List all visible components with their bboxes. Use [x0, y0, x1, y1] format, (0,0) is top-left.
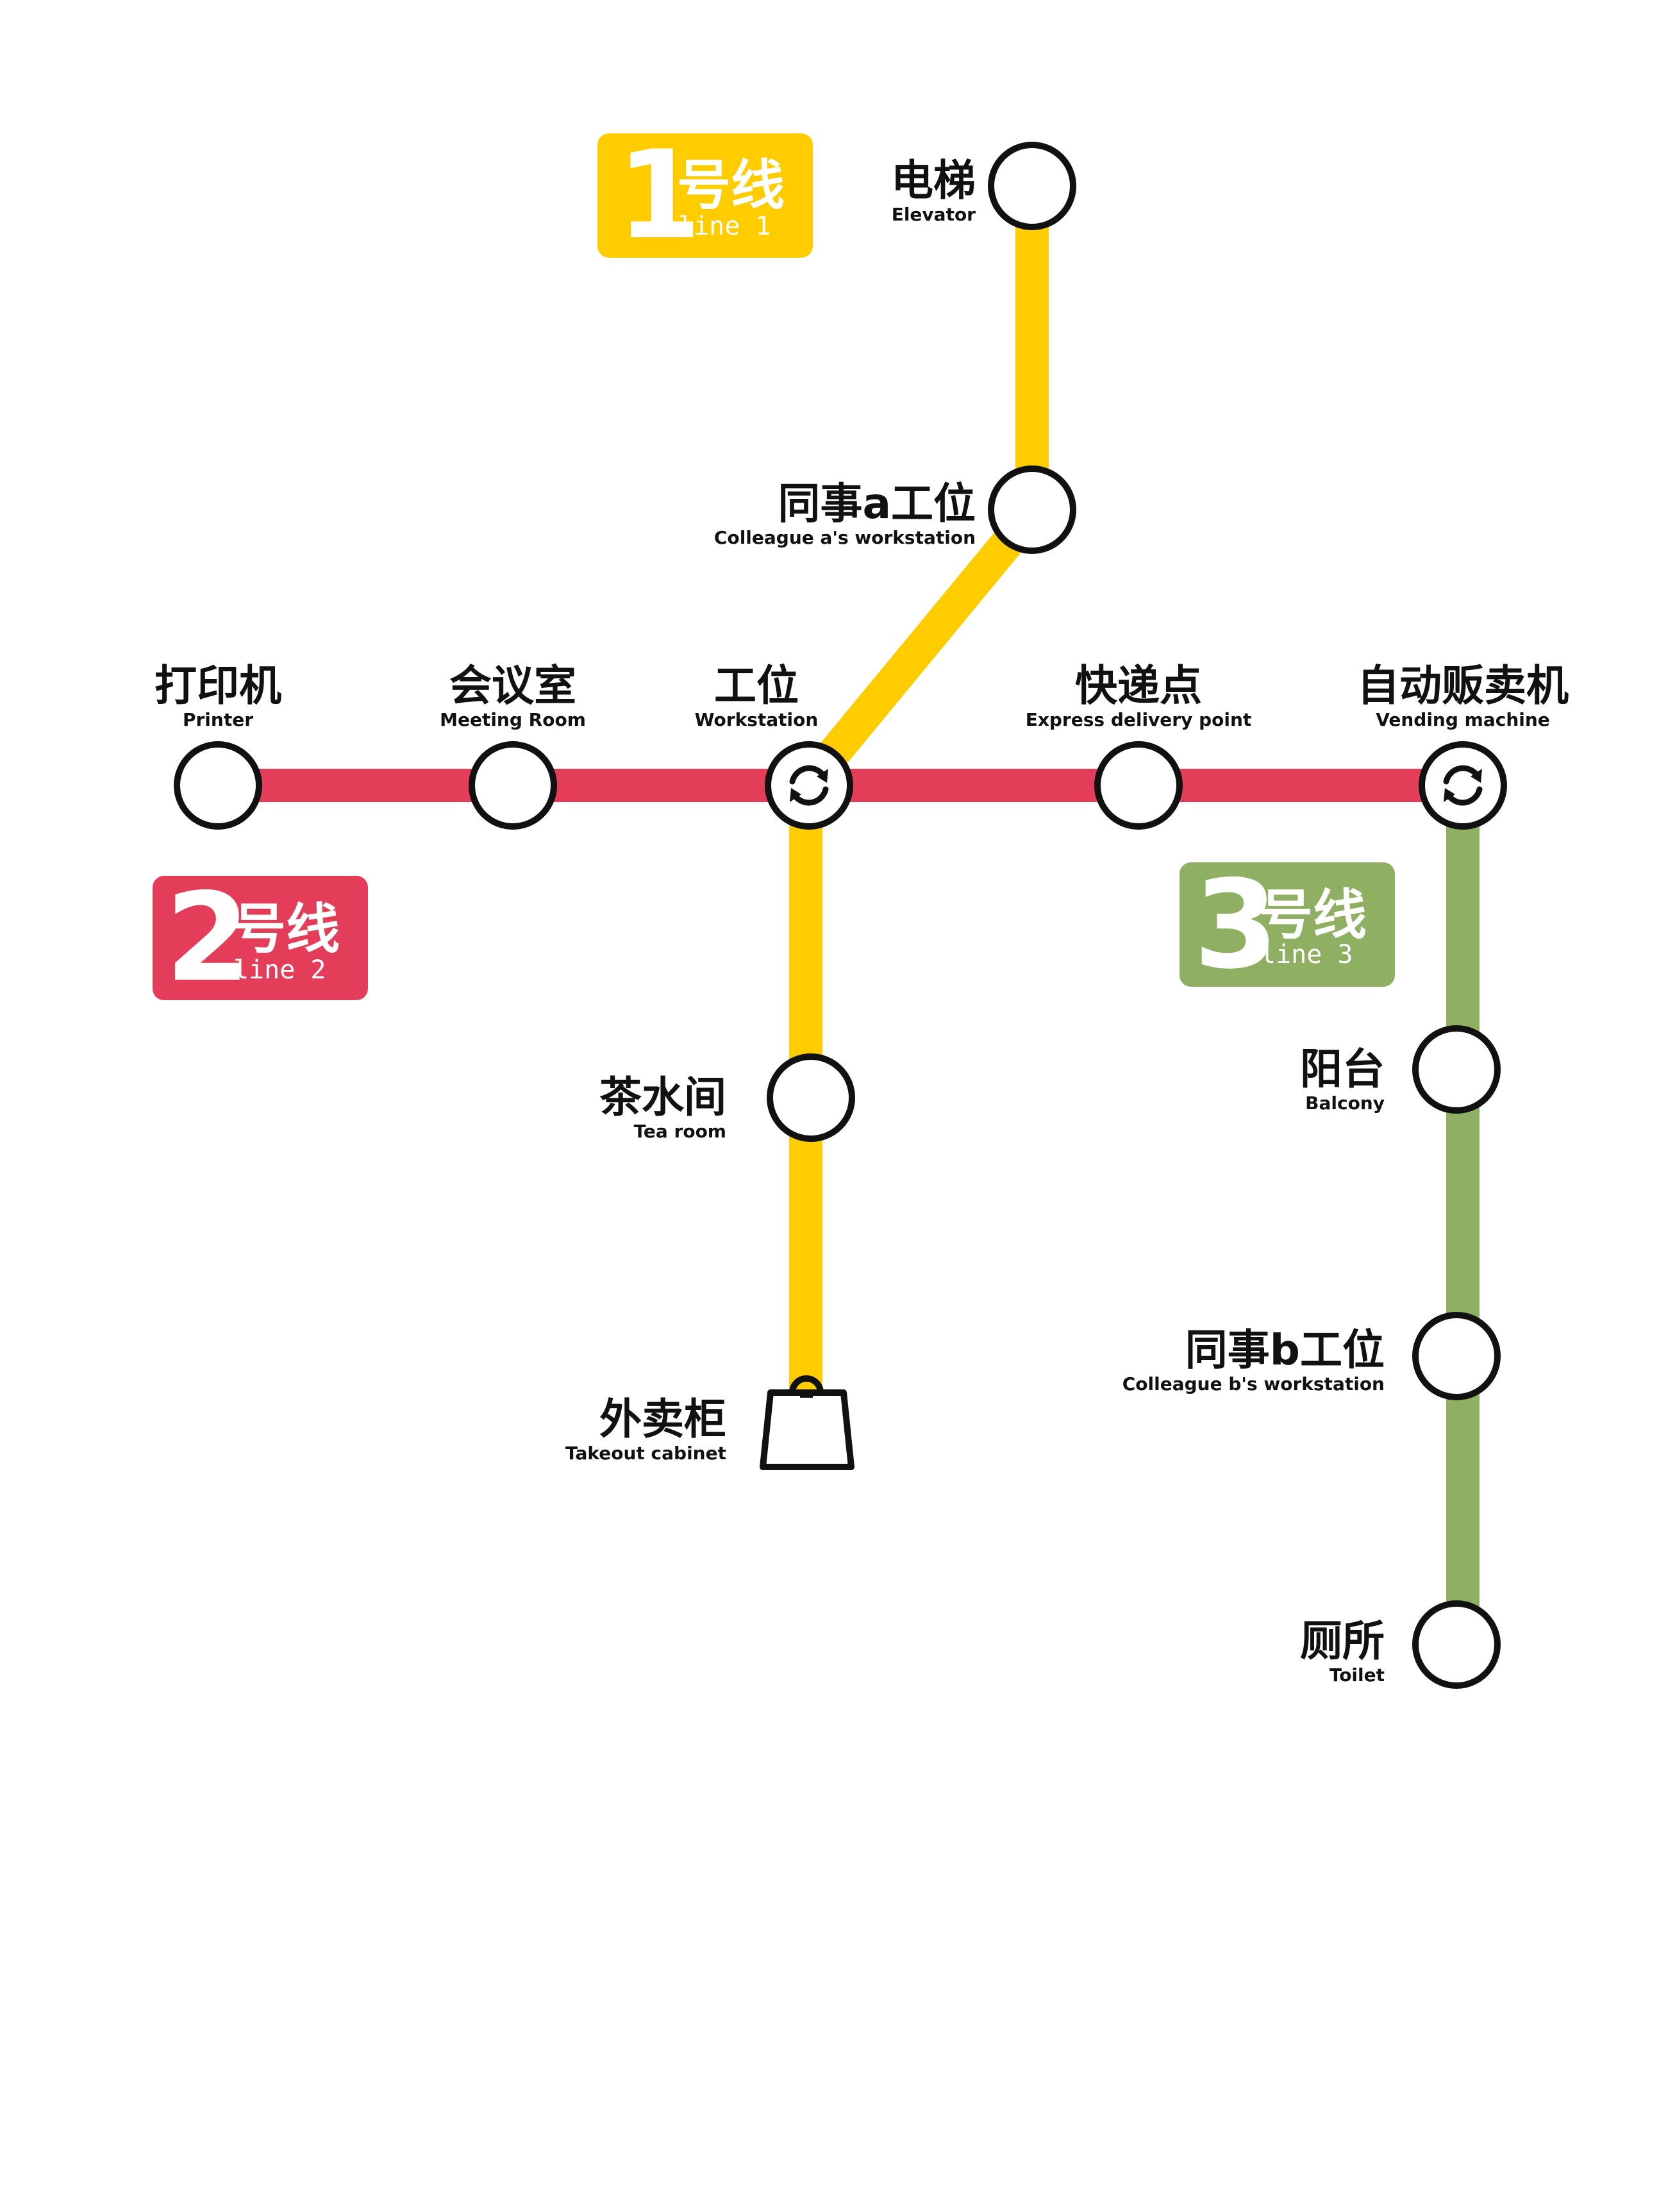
station-label-en: Workstation [695, 709, 819, 730]
line3-badge: 3 号线 line 3 [1180, 854, 1395, 996]
station-label-zh: 同事b工位 [1185, 1325, 1385, 1375]
line2-badge: 2 号线 line 2 [153, 867, 368, 1009]
station-marker[interactable] [1412, 1025, 1501, 1114]
shopping-bag-icon[interactable] [760, 1375, 855, 1470]
station-label-zh: 阳台 [1300, 1044, 1385, 1094]
station-label-zh: 电梯 [891, 156, 976, 205]
station-colleague-b[interactable]: 同事b工位 Colleague b's workstation [1122, 1312, 1501, 1400]
station-label-zh: 会议室 [449, 661, 576, 710]
line1-badge-bg [597, 133, 813, 258]
station-label-en: Elevator [892, 204, 976, 225]
station-label-en: Express delivery point [1026, 709, 1252, 730]
station-colleague-a[interactable]: 同事a工位 Colleague a's workstation [714, 465, 1076, 554]
station-express[interactable]: 快递点 Express delivery point [1026, 661, 1252, 830]
station-label-en: Tea room [634, 1121, 726, 1142]
station-label-en: Toilet [1330, 1664, 1385, 1686]
line3-badge-bg [1180, 862, 1395, 987]
station-marker[interactable] [469, 741, 557, 830]
station-label-zh: 自动贩卖机 [1357, 661, 1569, 710]
line3-badge-number: 3 [1194, 854, 1278, 996]
station-label-zh: 厕所 [1300, 1616, 1385, 1666]
line1-badge-name-en: line 1 [678, 212, 771, 241]
station-meeting-room[interactable]: 会议室 Meeting Room [440, 661, 586, 830]
station-workstation[interactable]: 工位 Workstation [695, 661, 853, 830]
station-tea-room[interactable]: 茶水间 Tea room [599, 1053, 855, 1142]
station-label-en: Takeout cabinet [565, 1443, 726, 1464]
station-label-en: Vending machine [1376, 709, 1550, 730]
station-takeout[interactable]: 外卖柜 Takeout cabinet [565, 1375, 855, 1470]
station-printer[interactable]: 打印机 Printer [154, 661, 281, 830]
line3-badge-name-en: line 3 [1260, 940, 1353, 969]
station-label-zh: 同事a工位 [778, 479, 976, 528]
station-label-en: Printer [183, 709, 253, 730]
station-label-zh: 外卖柜 [599, 1395, 726, 1444]
station-marker[interactable] [767, 1053, 855, 1142]
line3-badge-name-zh: 号线 [1259, 884, 1367, 946]
station-label-zh: 茶水间 [599, 1073, 726, 1122]
station-marker[interactable] [174, 741, 262, 830]
station-balcony[interactable]: 阳台 Balcony [1300, 1025, 1501, 1114]
interchange-marker[interactable] [1419, 741, 1507, 830]
station-label-en: Meeting Room [440, 709, 586, 730]
line1-badge-name-zh: 号线 [677, 154, 785, 217]
line2-badge-bg [153, 876, 368, 1000]
line2-badge-name-en: line 2 [233, 955, 326, 985]
station-label-zh: 打印机 [154, 661, 281, 710]
station-label-zh: 快递点 [1075, 661, 1202, 710]
line1-segment-colleague-a-to-workstation [801, 502, 1046, 788]
station-marker[interactable] [988, 142, 1076, 230]
station-label-en: Balcony [1305, 1093, 1385, 1114]
line1-badge-number: 1 [617, 124, 701, 266]
transfer-icon [789, 765, 829, 806]
line1-badge: 1 号线 line 1 [597, 124, 813, 266]
station-vending[interactable]: 自动贩卖机 Vending machine [1357, 661, 1569, 830]
station-label-zh: 工位 [714, 661, 799, 710]
station-elevator[interactable]: 电梯 Elevator [891, 142, 1076, 230]
station-label-en: Colleague a's workstation [714, 527, 976, 548]
station-marker[interactable] [988, 465, 1076, 554]
station-toilet[interactable]: 厕所 Toilet [1300, 1600, 1501, 1689]
line2-badge-name-zh: 号线 [232, 898, 340, 960]
station-label-en: Colleague b's workstation [1122, 1373, 1385, 1395]
line2-badge-number: 2 [165, 867, 250, 1009]
station-marker[interactable] [1412, 1312, 1501, 1400]
interchange-marker[interactable] [765, 741, 853, 830]
station-marker[interactable] [1094, 741, 1183, 830]
transfer-icon [1443, 765, 1483, 806]
station-marker[interactable] [1412, 1600, 1501, 1689]
